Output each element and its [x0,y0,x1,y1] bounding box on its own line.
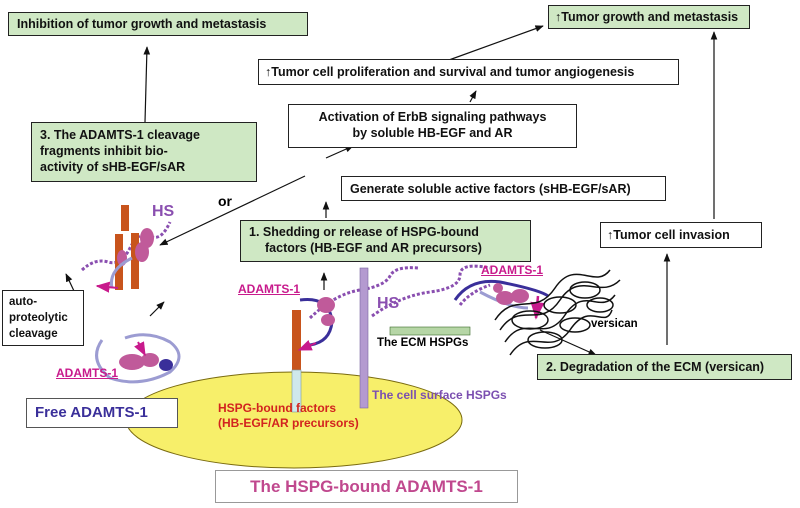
arrow-erbb-to-proliferation [469,90,477,103]
auto-text-line3: cleavage [9,328,58,340]
cell-surface-hspg-bar [359,267,369,409]
tumor-growth-text: Tumor growth and metastasis [561,10,739,24]
shedding-text-line2: factors (HB-EGF and AR precursors) [265,241,482,255]
hspg-factors-label-line2: (HB-EGF/AR precursors) [218,416,359,430]
auto-cleavage-box: auto- proteolytic cleavage [2,290,84,346]
tumor-growth-box: ↑Tumor growth and metastasis [548,5,750,29]
shedding-text-line1: 1. Shedding or release of HSPG-bound [249,225,479,239]
ecm-hspgs-label: The ECM HSPGs [377,337,469,349]
free-adamts-text: Free ADAMTS-1 [35,404,148,421]
soluble-factors-text: Generate soluble active factors (sHB-EGF… [350,182,631,196]
adamts-label-right: ADAMTS-1 [481,263,543,277]
arrow-auto-cleavage [65,273,75,292]
arrow-factor-to-erbb [325,145,354,159]
shedding-box: 1. Shedding or release of HSPG-bound fac… [240,220,531,262]
arrow-to-inhibition [143,46,151,123]
erbb-box: Activation of ErbB signaling pathways by… [288,104,577,148]
adamts-label-left: ADAMTS-1 [56,366,118,380]
soluble-factors-box: Generate soluble active factors (sHB-EGF… [341,176,666,201]
cleavage-text-line3: activity of sHB-EGF/sAR [40,160,186,174]
degradation-box: 2. Degradation of the ECM (versican) [537,354,792,380]
hspg-factors-label-line1: HSPG-bound factors [218,401,337,415]
up-arrow-icon: ↑ [607,228,614,242]
cleavage-fragments-graphic [80,205,172,293]
cell-surface-hspgs-label: The cell surface HSPGs [372,388,507,402]
or-label: or [218,193,232,209]
arrow-proliferation-to-tumor-growth [448,25,544,61]
invasion-text: Tumor cell invasion [613,228,730,242]
hspg-bound-complex-graphic [291,267,369,413]
free-adamts-box: Free ADAMTS-1 [26,398,178,428]
up-arrow-icon: ↑ [265,65,272,79]
free-adamts-graphic [95,333,181,384]
ecm-adamts-graphic [389,279,549,336]
hs-label-center: HS [377,295,400,312]
arrow-free-to-auto [149,301,165,317]
ecm-hspg-bar [389,326,471,336]
degradation-text: 2. Degradation of the ECM (versican) [546,360,765,374]
cleavage-text-line2: fragments inhibit bio- [40,144,168,158]
erbb-text-line1: Activation of ErbB signaling pathways [318,110,547,124]
adamts-label-center: ADAMTS-1 [238,282,300,296]
arrow-versican-to-degradation [539,329,597,356]
arrow-to-or-branch [159,175,306,246]
invasion-box: ↑Tumor cell invasion [600,222,762,248]
versican-label: versican [591,318,638,330]
cleavage-text-line1: 3. The ADAMTS-1 cleavage [40,128,201,142]
up-arrow-icon: ↑ [555,10,562,24]
versican-mesh-graphic [494,269,621,356]
hs-label-left: HS [152,203,175,220]
auto-text-line2: proteolytic [9,312,68,324]
auto-text-line1: auto- [9,296,38,308]
inhibition-growth-box: Inhibition of tumor growth and metastasi… [8,12,308,36]
hs-chains-graphic [308,264,491,320]
inhibition-growth-text: Inhibition of tumor growth and metastasi… [17,17,267,31]
erbb-text-line2: by soluble HB-EGF and AR [352,126,513,140]
cleavage-fragments-box: 3. The ADAMTS-1 cleavage fragments inhib… [31,122,257,182]
hspg-bound-adamts-text: The HSPG-bound ADAMTS-1 [250,477,483,496]
proliferation-text: Tumor cell proliferation and survival an… [271,65,635,79]
proliferation-box: ↑Tumor cell proliferation and survival a… [258,59,679,85]
hspg-bound-adamts-box: The HSPG-bound ADAMTS-1 [215,470,518,503]
